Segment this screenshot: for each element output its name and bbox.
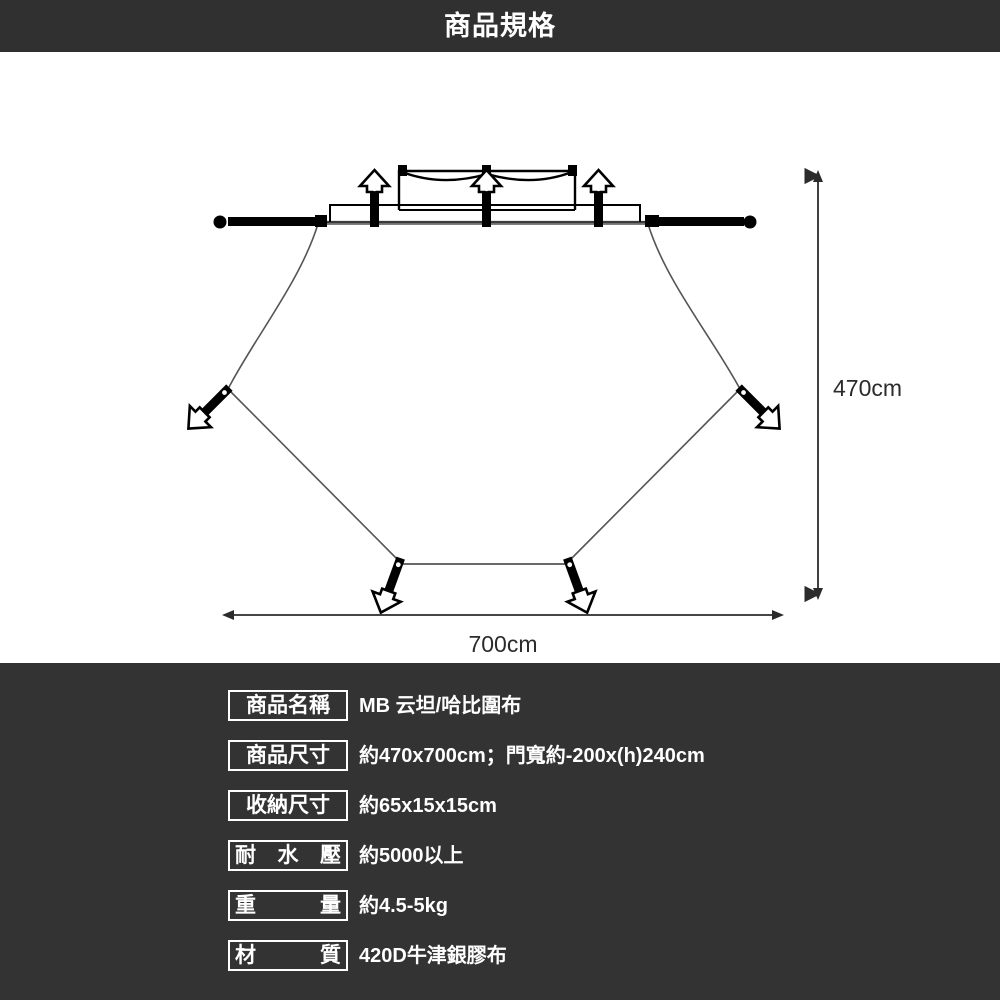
pole-connector-left [315,215,327,227]
corner-stake-lower-right [563,556,598,615]
table-row: 耐 水 壓 約5000以上 [228,838,705,873]
spec-label-water-resistance: 耐 水 壓 [228,840,348,871]
table-row: 商品名稱 MB 云坦/哈比圍布 [228,688,705,723]
table-row: 收納尺寸 約65x15x15cm [228,788,705,823]
spec-value-packed-size: 約65x15x15cm [359,794,497,817]
height-dimension-line [804,167,823,603]
ridge-pole-left [213,215,327,229]
canopy-outline [227,223,741,565]
label-char: 材 [235,943,256,967]
page-header: 商品規格 [0,0,1000,52]
specification-panel: 商品名稱 MB 云坦/哈比圍布 商品尺寸 約470x700cm；門寬約-200x… [0,663,1000,1000]
tent-diagram-svg: 470cm 700cm [187,165,902,657]
spec-label-product-name: 商品名稱 [228,690,348,721]
page-title: 商品規格 [444,10,556,41]
corner-stake-lower-left [370,556,405,615]
table-row: 材 質 420D牛津銀膠布 [228,938,705,973]
corner-stake-upper-right [735,384,781,430]
spec-value-water-resistance: 約5000以上 [359,844,464,867]
stake-arrow-icon [187,403,214,430]
label-char: 質 [320,943,341,967]
label-char: 量 [320,893,341,917]
spec-value-product-size: 約470x700cm；門寬約-200x(h)240cm [359,744,705,767]
width-dimension-label: 700cm [468,631,537,657]
rope-tab-right [568,165,577,176]
upright-pole-left [357,168,392,227]
pole-connector-right [645,215,659,227]
label-char: 水 [277,843,299,867]
upright-pole-center [469,168,504,227]
table-row: 重 量 約4.5-5kg [228,888,705,923]
table-row: 商品尺寸 約470x700cm；門寬約-200x(h)240cm [228,738,705,773]
corner-stake-upper-left [187,384,233,430]
spec-label-packed-size: 收納尺寸 [228,790,348,821]
pole-arrow-icon [581,168,616,194]
pole-arrow-icon [469,168,504,194]
stake-arrow-icon [370,586,404,615]
spec-label-product-size: 商品尺寸 [228,740,348,771]
ridge-pole-right [645,215,757,229]
spec-value-product-name: MB 云坦/哈比圍布 [359,694,522,717]
specification-table: 商品名稱 MB 云坦/哈比圍布 商品尺寸 約470x700cm；門寬約-200x… [228,688,705,988]
spec-value-weight: 約4.5-5kg [359,894,448,917]
spec-label-weight: 重 量 [228,890,348,921]
spec-value-material: 420D牛津銀膠布 [359,944,507,967]
rope-tab-left [398,165,407,176]
label-char: 耐 [235,843,256,867]
width-dimension-line [222,610,784,620]
label-char: 重 [235,893,256,917]
product-dimension-diagram: 470cm 700cm [0,52,1000,663]
upright-pole-right [581,168,616,227]
stake-arrow-icon [754,403,781,430]
label-char: 壓 [320,843,341,867]
pole-arrow-icon [357,168,392,194]
stake-arrow-icon [564,586,598,615]
spec-label-material: 材 質 [228,940,348,971]
height-dimension-label: 470cm [833,375,902,401]
